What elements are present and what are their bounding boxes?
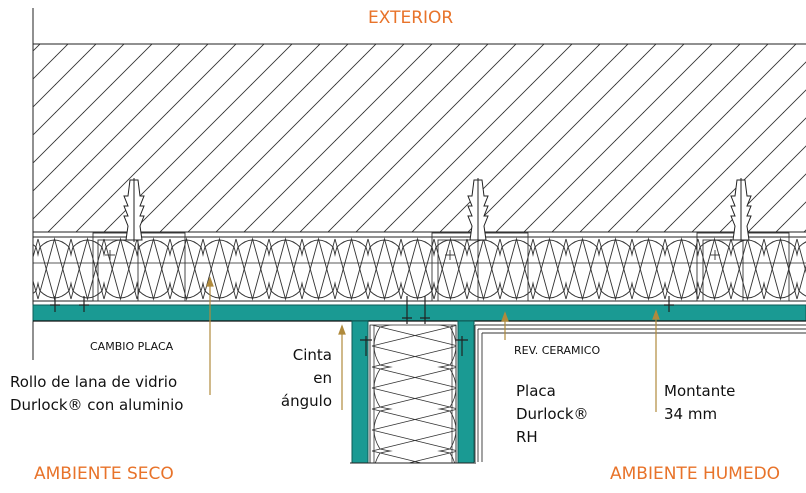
gypsum-board <box>32 304 806 322</box>
partition-stud-left <box>369 325 375 463</box>
exterior-masonry <box>33 44 806 232</box>
cinta-label-line3: ángulo <box>280 392 332 410</box>
anchor-right <box>730 178 752 242</box>
anchor-left <box>123 178 145 242</box>
glass-wool-roll <box>33 237 806 301</box>
cambio-placa-label: CAMBIO PLACA <box>90 340 174 353</box>
rev-ceramico-label: REV. CERAMICO <box>514 344 601 357</box>
placa-label-line3: RH <box>516 428 538 446</box>
partition-board-right <box>457 320 475 464</box>
board-screws <box>50 296 674 356</box>
rollo-label-line1: Rollo de lana de vidrio <box>10 373 178 391</box>
anchor-center <box>467 178 489 242</box>
cinta-label-line1: Cinta <box>292 346 332 364</box>
ambiente-seco-label: AMBIENTE SECO <box>34 464 174 484</box>
ambiente-humedo-label: AMBIENTE HUMEDO <box>610 464 781 484</box>
montante-label-line1: Montante <box>664 382 736 400</box>
partition-insulation <box>369 324 457 464</box>
exterior-label: EXTERIOR <box>368 8 454 28</box>
leader-lines <box>206 276 660 412</box>
rollo-label-line2: Durlock® con aluminio <box>10 396 184 414</box>
placa-label-line1: Placa <box>516 382 556 400</box>
ceramic-lining <box>474 324 806 462</box>
cinta-label-line2: en <box>313 369 332 387</box>
partition-stud-right <box>451 325 457 463</box>
montante-label-line2: 34 mm <box>664 405 718 423</box>
placa-label-line2: Durlock® <box>516 405 589 423</box>
